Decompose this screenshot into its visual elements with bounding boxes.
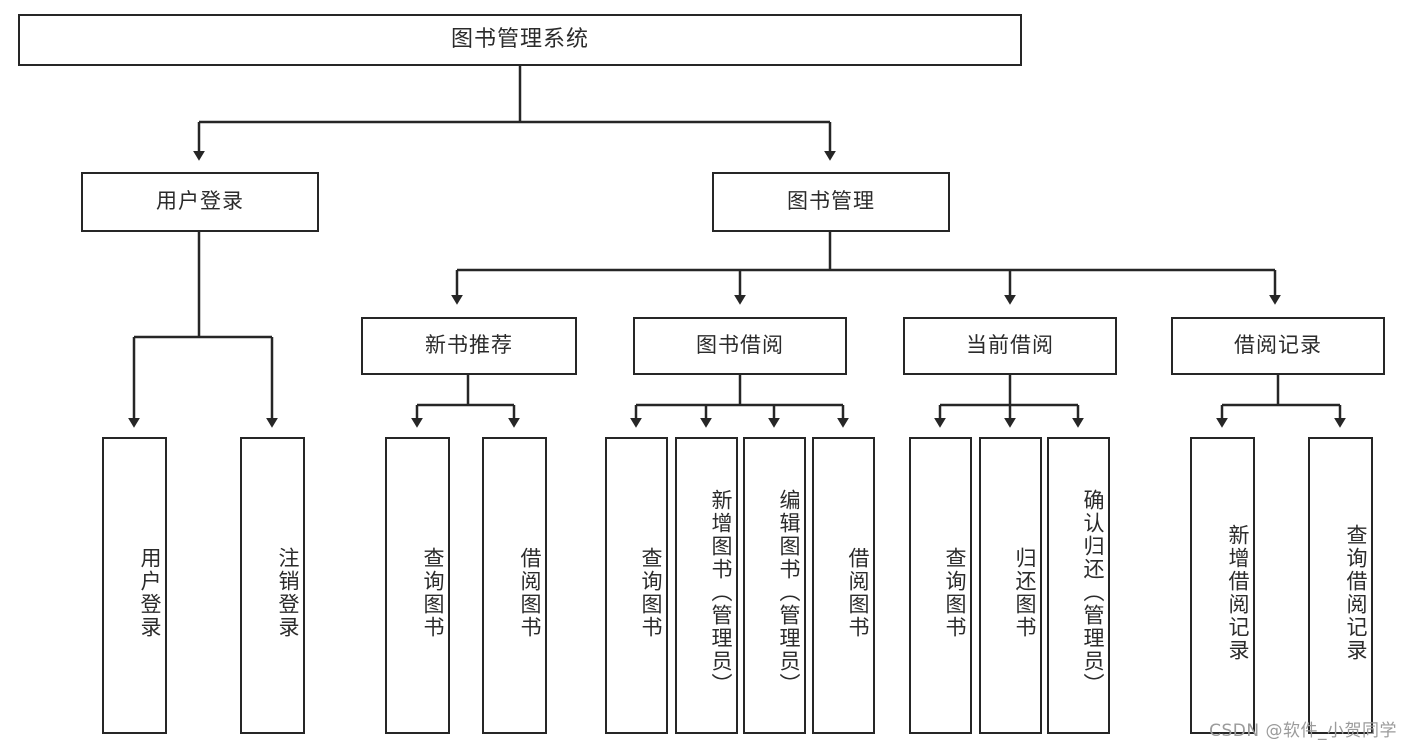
leaf-return-book[interactable]: 归还图书: [979, 437, 1042, 734]
leaf-user-login-label: 用户登录: [138, 546, 162, 639]
node-current-borrow[interactable]: 当前借阅: [903, 317, 1117, 375]
node-book-manage[interactable]: 图书管理: [712, 172, 950, 232]
leaf-add-book[interactable]: 新增图书（管理员）: [675, 437, 738, 734]
node-borrow-record[interactable]: 借阅记录: [1171, 317, 1385, 375]
leaf-query-book-2[interactable]: 查询图书: [605, 437, 668, 734]
leaf-query-book-1-label: 查询图书: [421, 546, 445, 639]
leaf-edit-book-label: 编辑图书（管理员）: [777, 489, 801, 696]
leaf-query-book-2-label: 查询图书: [639, 546, 663, 639]
node-book-borrow-label: 图书借阅: [696, 333, 784, 358]
leaf-return-book-label: 归还图书: [1013, 546, 1037, 639]
leaf-logout-label: 注销登录: [276, 546, 300, 639]
leaf-borrow-book-2-label: 借阅图书: [846, 546, 870, 639]
leaf-add-record[interactable]: 新增借阅记录: [1190, 437, 1255, 734]
node-borrow-record-label: 借阅记录: [1234, 333, 1322, 358]
leaf-add-book-label: 新增图书（管理员）: [709, 489, 733, 696]
node-current-borrow-label: 当前借阅: [966, 333, 1054, 358]
node-new-book-recommend-label: 新书推荐: [425, 333, 513, 358]
node-root[interactable]: 图书管理系统: [18, 14, 1022, 66]
node-user-login[interactable]: 用户登录: [81, 172, 319, 232]
node-book-manage-label: 图书管理: [787, 189, 875, 214]
leaf-borrow-book-1[interactable]: 借阅图书: [482, 437, 547, 734]
leaf-confirm-return-label: 确认归还（管理员）: [1081, 489, 1105, 696]
leaf-query-book-3-label: 查询图书: [943, 546, 967, 639]
leaf-query-record[interactable]: 查询借阅记录: [1308, 437, 1373, 734]
leaf-query-record-label: 查询借阅记录: [1344, 523, 1368, 662]
leaf-add-record-label: 新增借阅记录: [1226, 523, 1250, 662]
leaf-logout[interactable]: 注销登录: [240, 437, 305, 734]
leaf-borrow-book-1-label: 借阅图书: [518, 546, 542, 639]
leaf-edit-book[interactable]: 编辑图书（管理员）: [743, 437, 806, 734]
leaf-query-book-3[interactable]: 查询图书: [909, 437, 972, 734]
node-user-login-label: 用户登录: [156, 189, 244, 214]
leaf-confirm-return[interactable]: 确认归还（管理员）: [1047, 437, 1110, 734]
leaf-user-login[interactable]: 用户登录: [102, 437, 167, 734]
node-new-book-recommend[interactable]: 新书推荐: [361, 317, 577, 375]
leaf-borrow-book-2[interactable]: 借阅图书: [812, 437, 875, 734]
node-root-label: 图书管理系统: [450, 26, 589, 52]
node-book-borrow[interactable]: 图书借阅: [633, 317, 847, 375]
watermark: CSDN @软件_小贺同学: [1209, 721, 1397, 741]
leaf-query-book-1[interactable]: 查询图书: [385, 437, 450, 734]
